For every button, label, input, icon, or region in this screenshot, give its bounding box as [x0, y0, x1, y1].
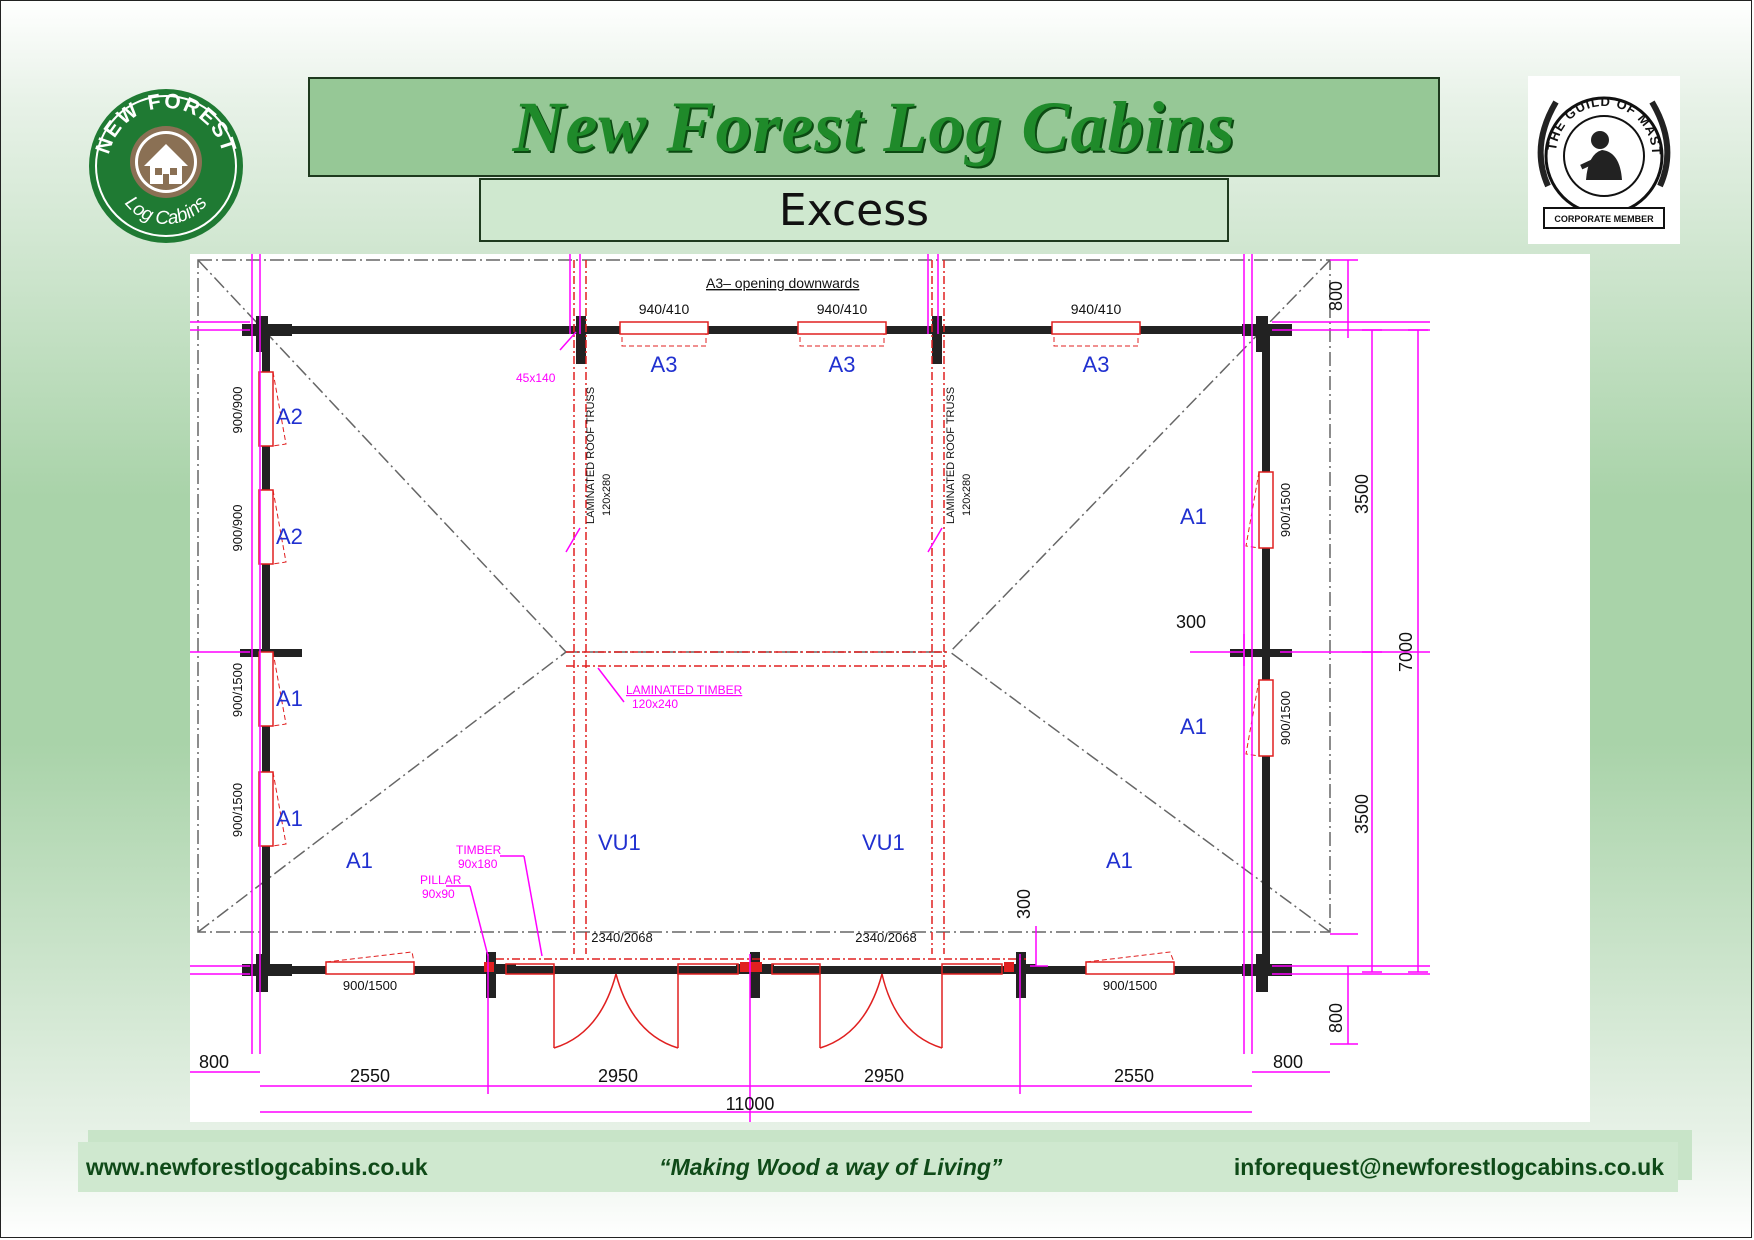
a3-size-3: 940/410	[1071, 301, 1122, 317]
a2-label-2: A2	[276, 524, 303, 549]
cabin-walls	[240, 316, 1292, 998]
a1-label-bottom-1: A1	[346, 848, 373, 873]
page-title: New Forest Log Cabins	[512, 86, 1236, 167]
laminated-timber-label: LAMINATED TIMBER	[626, 683, 743, 697]
dim-bay-3: 2950	[864, 1066, 904, 1086]
dim-half-depth-2: 3500	[1352, 794, 1372, 834]
dim-bay-1: 2550	[350, 1066, 390, 1086]
dim-bay-4: 2550	[1114, 1066, 1154, 1086]
timber-label: TIMBER	[456, 843, 502, 857]
house-icon	[130, 126, 202, 198]
a1-label-left-1: A1	[276, 686, 303, 711]
dimension-lines	[190, 254, 1430, 1122]
craftsman-icon	[1580, 131, 1622, 180]
a2-size-2: 900/900	[230, 505, 245, 552]
laminated-timber-size: 120x240	[632, 697, 678, 711]
top-window-swings	[621, 333, 1139, 347]
dim-total-depth: 7000	[1396, 632, 1416, 672]
dim-total-width: 11000	[726, 1094, 775, 1114]
a1-size-bottom-1: 900/1500	[343, 978, 397, 993]
a1-size-left-2: 900/1500	[230, 783, 245, 837]
a3-size-1: 940/410	[639, 301, 690, 317]
a2-label-1: A2	[276, 404, 303, 429]
slogan: “Making Wood a way of Living”	[659, 1153, 1003, 1180]
bottom-window-swings	[325, 951, 1175, 963]
dim-overhang-bottom: 800	[1326, 1003, 1346, 1033]
pillars	[484, 962, 1014, 972]
double-doors	[505, 963, 1003, 1049]
roof-hip-lines	[197, 259, 1331, 933]
vu1-label-1: VU1	[598, 830, 641, 855]
a1-size-left-1: 900/1500	[230, 663, 245, 717]
pillar-label: PILLAR	[420, 873, 462, 887]
a3-label-1: A3	[651, 352, 678, 377]
footer: www.newforestlogcabins.co.uk “Making Woo…	[78, 1142, 1678, 1192]
a1-label-right-2: A1	[1180, 714, 1207, 739]
a1-size-bottom-2: 900/1500	[1103, 978, 1157, 993]
a3-size-2: 940/410	[817, 301, 868, 317]
dim-overhang-top: 800	[1326, 281, 1346, 311]
dim-overhang-left: 800	[199, 1052, 229, 1072]
dim-half-depth-1: 3500	[1352, 474, 1372, 514]
post-size-annotation: 45x140	[516, 371, 556, 385]
right-window-swings	[1245, 471, 1260, 757]
bottom-windows	[325, 961, 1175, 975]
page-subtitle: Excess	[778, 184, 930, 236]
a3-label-2: A3	[829, 352, 856, 377]
truss-label-1: LAMINATED ROOF TRUSS	[585, 387, 597, 524]
truss-size-2: 120x280	[961, 474, 973, 516]
left-window-swings	[272, 371, 287, 847]
right-windows	[1258, 471, 1274, 757]
dim-overhang-right: 800	[1273, 1052, 1303, 1072]
title-banner: New Forest Log Cabins	[308, 77, 1440, 177]
floor-plan-drawing: A3– opening downwards 940/410 940/410 94…	[190, 254, 1590, 1122]
dim-bay-2: 2950	[598, 1066, 638, 1086]
timber-size: 90x180	[458, 857, 498, 871]
a1-size-right-2: 900/1500	[1278, 691, 1293, 745]
a1-label-bottom-2: A1	[1106, 848, 1133, 873]
left-windows	[258, 371, 274, 847]
website-link[interactable]: www.newforestlogcabins.co.uk	[86, 1153, 428, 1180]
vu1-size-1: 2340/2068	[591, 930, 652, 945]
dim-offset-bottom: 300	[1014, 889, 1034, 919]
pillar-size: 90x90	[422, 887, 455, 901]
a1-size-right-1: 900/1500	[1278, 483, 1293, 537]
a2-size-1: 900/900	[230, 387, 245, 434]
roof-trusses	[496, 260, 1026, 960]
truss-label-2: LAMINATED ROOF TRUSS	[945, 387, 957, 524]
guild-banner-text: CORPORATE MEMBER	[1554, 214, 1654, 224]
vu1-size-2: 2340/2068	[855, 930, 916, 945]
email-link[interactable]: inforequest@newforestlogcabins.co.uk	[1233, 1153, 1664, 1180]
guild-badge: THE GUILD OF MASTER CRAFTSMEN CORPORATE …	[1528, 76, 1680, 244]
new-forest-logo: NEW FOREST Log Cabins	[89, 89, 243, 243]
roof-overhang-outline	[197, 259, 1331, 933]
vu1-label-2: VU1	[862, 830, 905, 855]
truss-size-1: 120x280	[601, 474, 613, 516]
dim-offset-right: 300	[1176, 612, 1206, 632]
top-windows	[619, 321, 1141, 335]
a3-label-3: A3	[1083, 352, 1110, 377]
plan-note: A3– opening downwards	[706, 275, 859, 291]
subtitle-banner: Excess	[479, 178, 1229, 242]
a1-label-right-1: A1	[1180, 504, 1207, 529]
a1-label-left-2: A1	[276, 806, 303, 831]
